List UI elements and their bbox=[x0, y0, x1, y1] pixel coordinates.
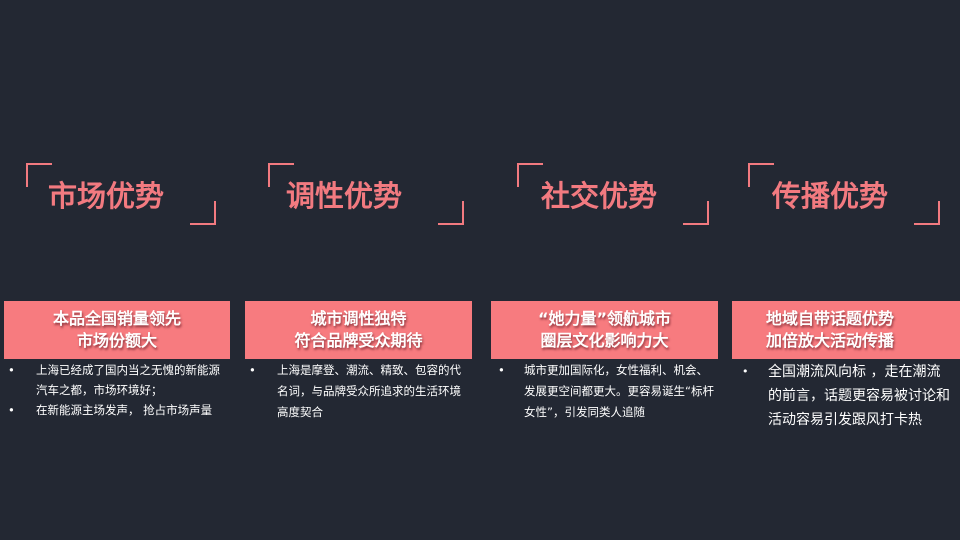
close-bracket-icon bbox=[438, 201, 464, 225]
bullet-text: 城市更加国际化，女性福利、机会、发展更空间都更大。更容易诞生“标杆女性”，引发同… bbox=[524, 363, 714, 419]
bullet-text: 上海是摩登、潮流、精致、包容的代名词，与品牌受众所追求的生活环境高度契合 bbox=[277, 363, 461, 419]
section-title: 调性优势 bbox=[286, 179, 403, 213]
close-bracket-icon bbox=[914, 201, 940, 225]
bullet-icon: • bbox=[498, 363, 505, 377]
banner-line: 加倍放大活动传播 bbox=[766, 331, 895, 350]
section-title: 市场优势 bbox=[48, 179, 165, 213]
title-block: 调性优势 bbox=[268, 163, 464, 225]
title-block: 社交优势 bbox=[517, 163, 709, 225]
banner-line: 圈层文化影响力大 bbox=[540, 331, 669, 350]
bullet-text: 在新能源主场发声， 抢占市场声量 bbox=[36, 403, 213, 417]
section-title: 传播优势 bbox=[772, 179, 889, 213]
highlight-banner: “她力量”领航城市 圈层文化影响力大 bbox=[491, 301, 718, 359]
list-item: • 上海是摩登、潮流、精致、包容的代名词，与品牌受众所追求的生活环境高度契合 bbox=[247, 360, 472, 423]
bullet-icon: • bbox=[8, 403, 15, 417]
bullet-icon: • bbox=[8, 363, 15, 377]
bullet-list: • 全国潮流风向标 ，走在潮流的前言，话题更容易被讨论和活动容易引发跟风打卡热 bbox=[740, 360, 952, 432]
list-item: • 全国潮流风向标 ，走在潮流的前言，话题更容易被讨论和活动容易引发跟风打卡热 bbox=[740, 360, 952, 432]
banner-line: 城市调性独特 bbox=[310, 309, 407, 328]
banner-line: 地域自带话题优势 bbox=[766, 309, 895, 328]
bullet-text: 全国潮流风向标 ，走在潮流的前言，话题更容易被讨论和活动容易引发跟风打卡热 bbox=[768, 364, 950, 428]
open-bracket-icon bbox=[268, 163, 294, 187]
bullet-list: • 城市更加国际化，女性福利、机会、发展更空间都更大。更容易诞生“标杆女性”，引… bbox=[496, 360, 714, 423]
list-item: • 上海已经成了国内当之无愧的新能源汽车之都，市场环境好； bbox=[6, 360, 226, 400]
banner-line: 本品全国销量领先 bbox=[52, 309, 181, 328]
list-item: • 在新能源主场发声， 抢占市场声量 bbox=[6, 400, 226, 420]
list-item: • 城市更加国际化，女性福利、机会、发展更空间都更大。更容易诞生“标杆女性”，引… bbox=[496, 360, 714, 423]
bullet-text: 上海已经成了国内当之无愧的新能源汽车之都，市场环境好； bbox=[36, 363, 220, 397]
banner-line: 市场份额大 bbox=[76, 331, 157, 350]
bullet-icon: • bbox=[249, 363, 256, 377]
title-block: 市场优势 bbox=[26, 163, 216, 225]
open-bracket-icon bbox=[748, 163, 774, 187]
title-block: 传播优势 bbox=[748, 163, 940, 225]
open-bracket-icon bbox=[26, 163, 52, 187]
close-bracket-icon bbox=[683, 201, 709, 225]
banner-line: 符合品牌受众期待 bbox=[294, 331, 423, 350]
close-bracket-icon bbox=[190, 201, 216, 225]
bullet-list: • 上海是摩登、潮流、精致、包容的代名词，与品牌受众所追求的生活环境高度契合 bbox=[247, 360, 472, 423]
highlight-banner: 本品全国销量领先 市场份额大 bbox=[4, 301, 230, 359]
bullet-icon: • bbox=[742, 365, 749, 378]
banner-line: “她力量”领航城市 bbox=[537, 309, 672, 328]
section-title: 社交优势 bbox=[541, 179, 658, 213]
highlight-banner: 城市调性独特 符合品牌受众期待 bbox=[245, 301, 472, 359]
highlight-banner: 地域自带话题优势 加倍放大活动传播 bbox=[732, 301, 960, 359]
open-bracket-icon bbox=[517, 163, 543, 187]
bullet-list: • 上海已经成了国内当之无愧的新能源汽车之都，市场环境好； • 在新能源主场发声… bbox=[6, 360, 226, 420]
